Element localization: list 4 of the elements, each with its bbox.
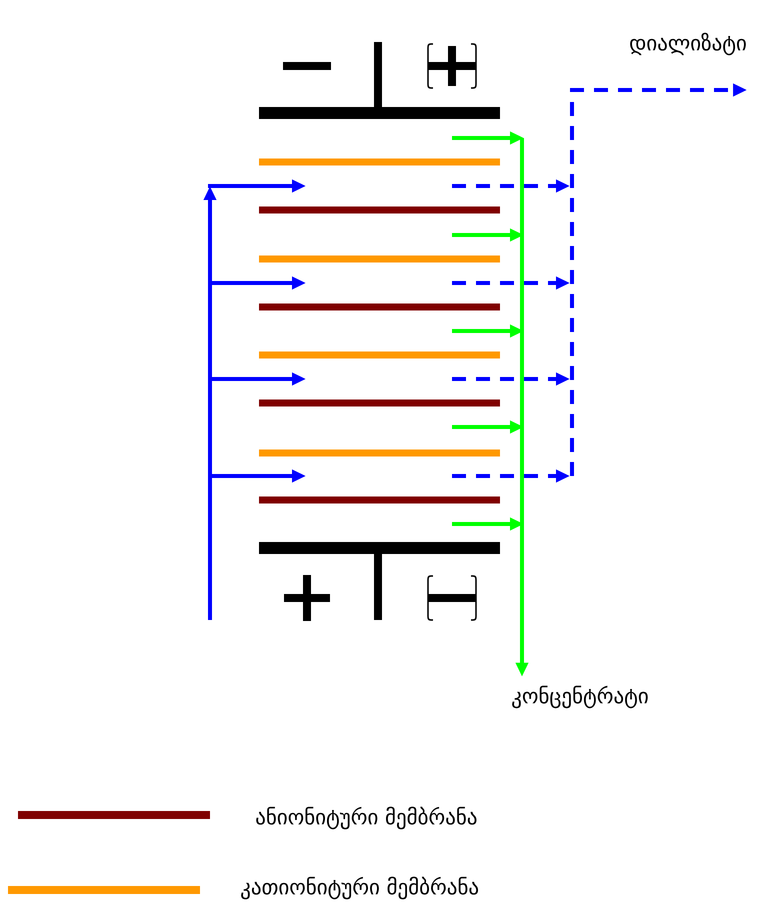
outlet-label: დიალიზატი <box>630 32 746 56</box>
outlet-label: კონცენტრატი <box>512 686 648 708</box>
legend-label: კათიონიტური მემბრანა <box>241 876 478 900</box>
legend-label: ანიონიტური მემბრანა <box>256 806 476 830</box>
